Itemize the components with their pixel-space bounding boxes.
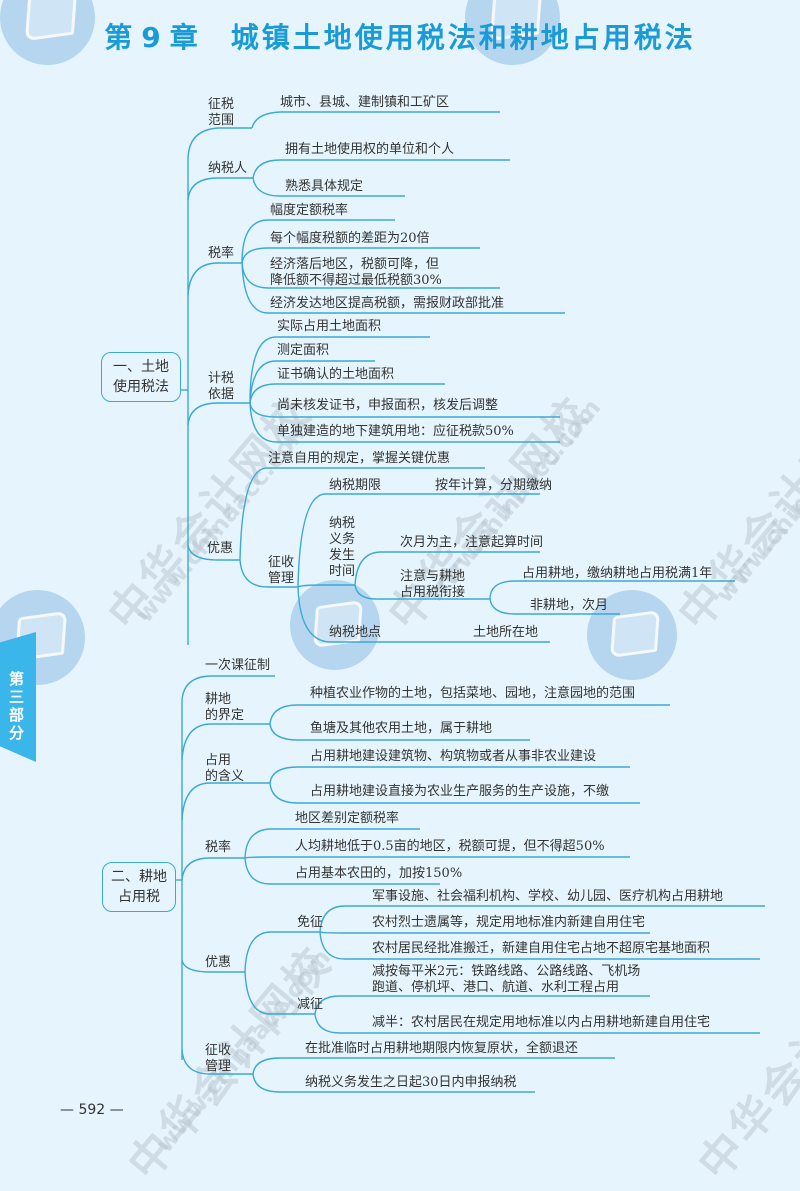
- leaf-exempt-0: 军事设施、社会福利机构、学校、幼儿园、医疗机构占用耕地: [372, 889, 724, 904]
- branch-collection2: 征收 管理: [205, 1043, 232, 1074]
- chapter-prefix: 第: [104, 21, 136, 54]
- leaf-definition-1: 鱼塘及其他农用土地，属于耕地: [310, 721, 493, 736]
- leaf-link-1: 非耕地，次月: [530, 598, 609, 613]
- leaf-obligation-0: 次月为主，注意起算时间: [400, 535, 544, 550]
- branch-preference: 优惠: [207, 541, 234, 556]
- leaf-definition-0: 种植农业作物的土地，包括菜地、园地，注意园地的范围: [310, 686, 636, 701]
- leaf-occupation-0: 占用耕地建设建筑物、构筑物或者从事非农业建设: [310, 749, 597, 764]
- leaf-exempt-2: 农村居民经批准搬迁，新建自用住宅占地不超原宅基地面积: [372, 941, 711, 956]
- leaf-taxpayer-0: 拥有土地使用权的单位和个人: [285, 142, 455, 157]
- leaf-rate2-2: 占用基本农田的，加按150%: [295, 866, 463, 881]
- leaf-collection2-0: 在批准临时占用耕地期限内恢复原状，全额退还: [305, 1041, 579, 1056]
- branch-occupation: 占用 的含义: [205, 753, 245, 784]
- chapter-number: 9: [141, 21, 164, 54]
- sub-period-value: 按年计算，分期缴纳: [435, 478, 553, 493]
- branch-preference2: 优惠: [205, 955, 232, 970]
- leaf-basis-4: 单独建造的地下建筑用地：应征税款50%: [277, 424, 514, 439]
- sub-obligation-label: 纳税 义务 发生 时间: [329, 516, 356, 579]
- leaf-reduce-0: 减按每平米2元：铁路线路、公路线路、飞机场 跑道、停机坪、港口、航道、水利工程占…: [372, 964, 641, 995]
- branch-rate2: 税率: [205, 840, 232, 855]
- leaf-occupation-1: 占用耕地建设直接为农业生产服务的生产设施，不缴: [310, 784, 610, 799]
- leaf-link-0: 占用耕地，缴纳耕地占用税满1年: [522, 566, 713, 581]
- leaf-reduce-1: 减半：农村居民在规定用地标准以内占用耕地新建自用住宅: [372, 1015, 711, 1030]
- sub-exempt-label: 免征: [297, 915, 324, 930]
- leaf-rate2-0: 地区差别定额税率: [295, 811, 400, 826]
- leaf-basis-0: 实际占用土地面积: [277, 319, 382, 334]
- root-node-land-use-tax: 一、土地 使用税法: [101, 352, 181, 402]
- side-tab-label: 第三部分: [9, 670, 25, 742]
- leaf-preference-0: 注意自用的规定，掌握关键优惠: [268, 451, 451, 466]
- mindmap-connectors: [176, 111, 765, 1093]
- leaf-basis-3: 尚未核发证书，申报面积，核发后调整: [277, 398, 499, 413]
- leaf-basis-2: 证书确认的土地面积: [277, 367, 395, 382]
- leaf-rate-1: 每个幅度税额的差距为20倍: [270, 231, 430, 246]
- leaf-rate2-1: 人均耕地低于0.5亩的地区，税额可提，但不得超50%: [295, 839, 605, 854]
- branch-scope: 征税 范围: [208, 97, 235, 128]
- leaf-rate-2: 经济落后地区，税额可降，但 降低额不得超过最低税额30%: [270, 257, 442, 288]
- logo-watermark-icon: [587, 590, 677, 680]
- page-number: — 592 —: [60, 1102, 124, 1118]
- leaf-basis-1: 测定面积: [277, 343, 330, 358]
- branch-taxpayer: 纳税人: [208, 161, 248, 176]
- leaf-scope-0: 城市、县城、建制镇和工矿区: [280, 95, 450, 110]
- branch-collection: 征收 管理: [268, 555, 295, 586]
- sub-link-label: 注意与耕地 占用税衔接: [400, 569, 466, 600]
- root-node-farmland-tax: 二、耕地 占用税: [102, 862, 176, 912]
- sub-reduce-label: 减征: [297, 997, 324, 1012]
- leaf-taxpayer-1: 熟悉具体规定: [285, 179, 364, 194]
- sub-period-label: 纳税期限: [329, 478, 382, 493]
- chapter-suffix: 章: [169, 21, 201, 54]
- leaf-rate-0: 幅度定额税率: [270, 203, 349, 218]
- leaf-collection2-1: 纳税义务发生之日起30日内申报纳税: [305, 1075, 517, 1090]
- sub-place-value: 土地所在地: [473, 625, 539, 640]
- chapter-title: 城镇土地使用税法和耕地占用税法: [230, 21, 696, 54]
- leaf-rate-3: 经济发达地区提高税额，需报财政部批准: [270, 296, 505, 311]
- branch-basis: 计税 依据: [208, 371, 235, 402]
- branch-once: 一次课征制: [205, 658, 271, 673]
- sub-place-label: 纳税地点: [329, 625, 382, 640]
- section-side-tab: 第三部分: [0, 632, 36, 762]
- leaf-exempt-1: 农村烈士遗属等，规定用地标准内新建自用住宅: [372, 915, 646, 930]
- branch-rate: 税率: [208, 246, 235, 261]
- branch-definition: 耕地 的界定: [205, 692, 245, 723]
